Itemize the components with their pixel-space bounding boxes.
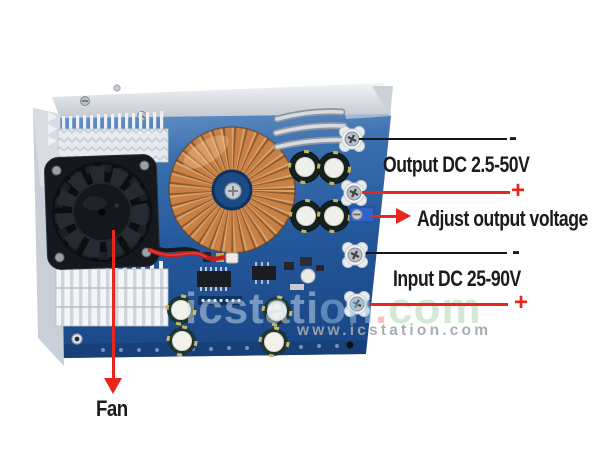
- output-negative-sign: -: [509, 124, 517, 151]
- fan-blades: [55, 166, 148, 258]
- watermark-small: www.icstation.com: [297, 322, 492, 339]
- watermark-large-seg1: icstati: [185, 284, 320, 333]
- watermark-large-dot: .: [374, 284, 389, 333]
- output-capacitors: [288, 150, 351, 233]
- board-hole: [346, 341, 354, 349]
- watermark-large: icstation.com: [185, 284, 482, 334]
- input-voltage-label: Input DC 25-90V: [393, 266, 521, 291]
- control-ics: [197, 252, 324, 305]
- input-positive-sign: +: [514, 289, 529, 316]
- watermark-large-seg3: com: [388, 284, 482, 333]
- screw-terminal-input-negative: [342, 242, 368, 268]
- fan-connector: [225, 252, 239, 264]
- fan-power-wire: [147, 244, 239, 264]
- screw-terminal-output-negative: [339, 126, 365, 152]
- output-positive-line: [362, 191, 510, 194]
- adjust-arrow-line: [372, 215, 398, 218]
- output-negative-line: [359, 138, 507, 141]
- toroidal-inductor: [168, 126, 296, 254]
- output-positive-sign: +: [511, 177, 526, 204]
- voltage-adjust-trimmer: [349, 206, 375, 223]
- cooling-fan: [44, 154, 160, 270]
- fan-label: Fan: [96, 396, 128, 421]
- input-capacitors: [165, 294, 293, 358]
- adjust-arrowhead-icon: [396, 208, 411, 224]
- watermark-large-seg2: on: [319, 284, 375, 333]
- screw-terminal-output-positive: [341, 180, 367, 206]
- input-positive-line: [369, 303, 508, 306]
- shunt-wire-loops: [272, 108, 349, 151]
- input-negative-line: [366, 252, 507, 255]
- fan-arrow-line: [111, 230, 115, 380]
- input-negative-sign: -: [512, 238, 520, 265]
- case-serration: [48, 112, 57, 146]
- screw-terminal-input-positive: [344, 291, 370, 317]
- output-voltage-label: Output DC 2.5-50V: [383, 152, 530, 177]
- adjust-voltage-label: Adjust output voltage: [417, 206, 588, 231]
- fan-arrowhead-icon: [104, 378, 122, 394]
